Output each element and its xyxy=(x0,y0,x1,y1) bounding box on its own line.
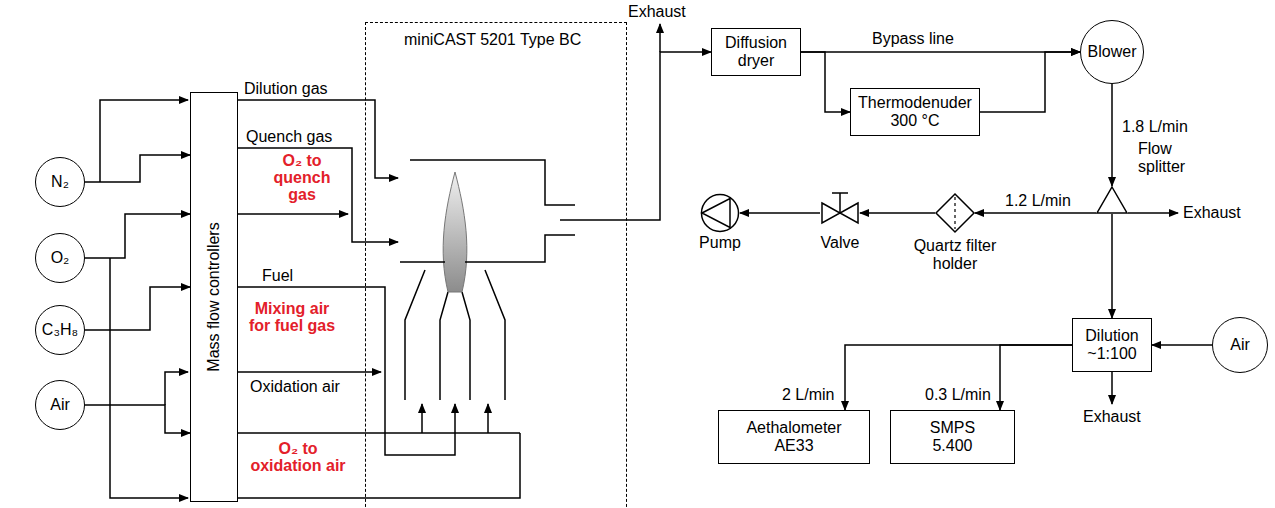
node-label: Diffusion dryer xyxy=(716,34,796,70)
gas-line xyxy=(421,404,423,433)
gas-line xyxy=(238,213,348,215)
node-label: Mass flow controllers xyxy=(205,222,223,371)
node-label: Pump xyxy=(680,234,760,252)
node-label: Quartz filter holder xyxy=(905,237,1005,273)
flow-rate-label: 0.3 L/min xyxy=(925,386,991,403)
gas-source: N₂ xyxy=(35,157,85,207)
node-label: C₃H₈ xyxy=(42,321,78,339)
flow-connector xyxy=(801,52,850,112)
flow-note: Quench gas xyxy=(246,128,332,145)
instrument-box: Aethalometer AE33 xyxy=(718,410,870,464)
node-label: O₂ xyxy=(51,249,70,267)
node-label: SMPS 5.400 xyxy=(923,419,983,455)
flow-connector xyxy=(975,212,1096,214)
node-label: Aethalometer AE33 xyxy=(739,419,849,455)
filter-diamond xyxy=(936,194,974,232)
pump-triangle xyxy=(702,199,730,228)
node-label: Dilution ~1:100 xyxy=(1077,327,1147,363)
process-box: Thermodenuder 300 °C xyxy=(850,88,980,136)
instrument-box: SMPS 5.400 xyxy=(890,410,1015,464)
flow-connector xyxy=(85,155,190,182)
instrument-boundary: miniCAST 5201 Type BC xyxy=(365,22,627,508)
gas-line xyxy=(487,404,489,433)
filter-holder: Quartz filter holder xyxy=(925,193,985,293)
process-box: Dilution ~1:100 xyxy=(1072,318,1152,372)
burner-flame xyxy=(443,172,467,292)
flow-note: Exhaust xyxy=(1083,408,1141,425)
flow-connector xyxy=(845,345,1072,410)
node-label: miniCAST 5201 Type BC xyxy=(404,31,581,49)
flow-note: Exhaust xyxy=(628,3,686,20)
exhaust-arrow xyxy=(1111,372,1113,404)
flow-note: Exhaust xyxy=(1183,204,1241,221)
flow-connector xyxy=(85,405,190,433)
gas-source: O₂ xyxy=(35,233,85,283)
pump-circle xyxy=(702,195,739,232)
controller-box: Mass flow controllers xyxy=(190,92,238,502)
flow-note: Oxidation air xyxy=(250,378,340,395)
flow-rate-label: 1.2 L/min xyxy=(1005,192,1071,209)
flow-rate-label: 1.8 L/min xyxy=(1122,118,1188,135)
burner-housing xyxy=(400,160,575,262)
burner-tube xyxy=(440,292,470,400)
gas-branch xyxy=(100,100,188,182)
valve-symbol-shape xyxy=(820,188,860,225)
flow-connector xyxy=(85,214,190,258)
flow-connector xyxy=(1111,84,1113,186)
flow-splitter-shape xyxy=(1096,186,1128,214)
flow-connector xyxy=(801,51,1080,53)
highlight-note: Mixing air for fuel gas xyxy=(244,300,340,334)
valve-half xyxy=(840,203,858,223)
air-source: Air xyxy=(1212,317,1268,373)
flow-connector xyxy=(85,287,190,330)
highlight-note: O₂ to quench gas xyxy=(262,152,342,203)
flow-note: Fuel xyxy=(262,267,293,284)
node-label: Air xyxy=(1230,336,1250,354)
filter-holder-shape xyxy=(935,193,975,233)
gas-line xyxy=(238,371,381,373)
flow-connector xyxy=(627,52,711,220)
gas-line xyxy=(238,433,520,498)
node-label: Blower xyxy=(1088,43,1137,61)
flow-connector xyxy=(1152,344,1212,346)
flow-rate-label: Bypass line xyxy=(872,30,954,47)
flow-connector xyxy=(740,212,820,214)
flow-connector xyxy=(1111,214,1113,318)
node-label: Flow splitter xyxy=(1138,140,1210,176)
gas-line xyxy=(238,432,520,434)
gas-line xyxy=(238,287,455,455)
gas-branch xyxy=(110,258,188,498)
pump-symbol: Pump xyxy=(700,193,740,273)
node-label: N₂ xyxy=(51,173,69,191)
valve-half xyxy=(822,203,840,223)
splitter-triangle xyxy=(1097,187,1127,213)
process-box: Diffusion dryer xyxy=(711,28,801,76)
flow-connector xyxy=(980,52,1080,112)
node-label: Air xyxy=(50,396,70,414)
gas-source: Air xyxy=(35,380,85,430)
flow-connector xyxy=(860,212,935,214)
exhaust-arrow xyxy=(659,24,661,52)
exhaust-arrow xyxy=(1128,212,1178,214)
gas-source: C₃H₈ xyxy=(35,305,85,355)
blower-circle: Blower xyxy=(1080,20,1144,84)
gas-branch xyxy=(165,372,188,405)
flow-connector xyxy=(1000,345,1072,410)
valve-stem xyxy=(832,193,848,213)
outlet-line xyxy=(560,219,627,221)
pump-symbol-shape xyxy=(700,193,740,233)
filter-medium xyxy=(954,197,955,229)
flow-rate-label: 2 L/min xyxy=(782,386,834,403)
flow-note: Dilution gas xyxy=(244,80,328,97)
valve-symbol: Valve xyxy=(820,188,860,268)
node-label: Thermodenuder 300 °C xyxy=(855,94,975,130)
node-label: Valve xyxy=(800,234,880,252)
gas-line xyxy=(238,148,398,242)
highlight-note: O₂ to oxidation air xyxy=(250,440,346,474)
